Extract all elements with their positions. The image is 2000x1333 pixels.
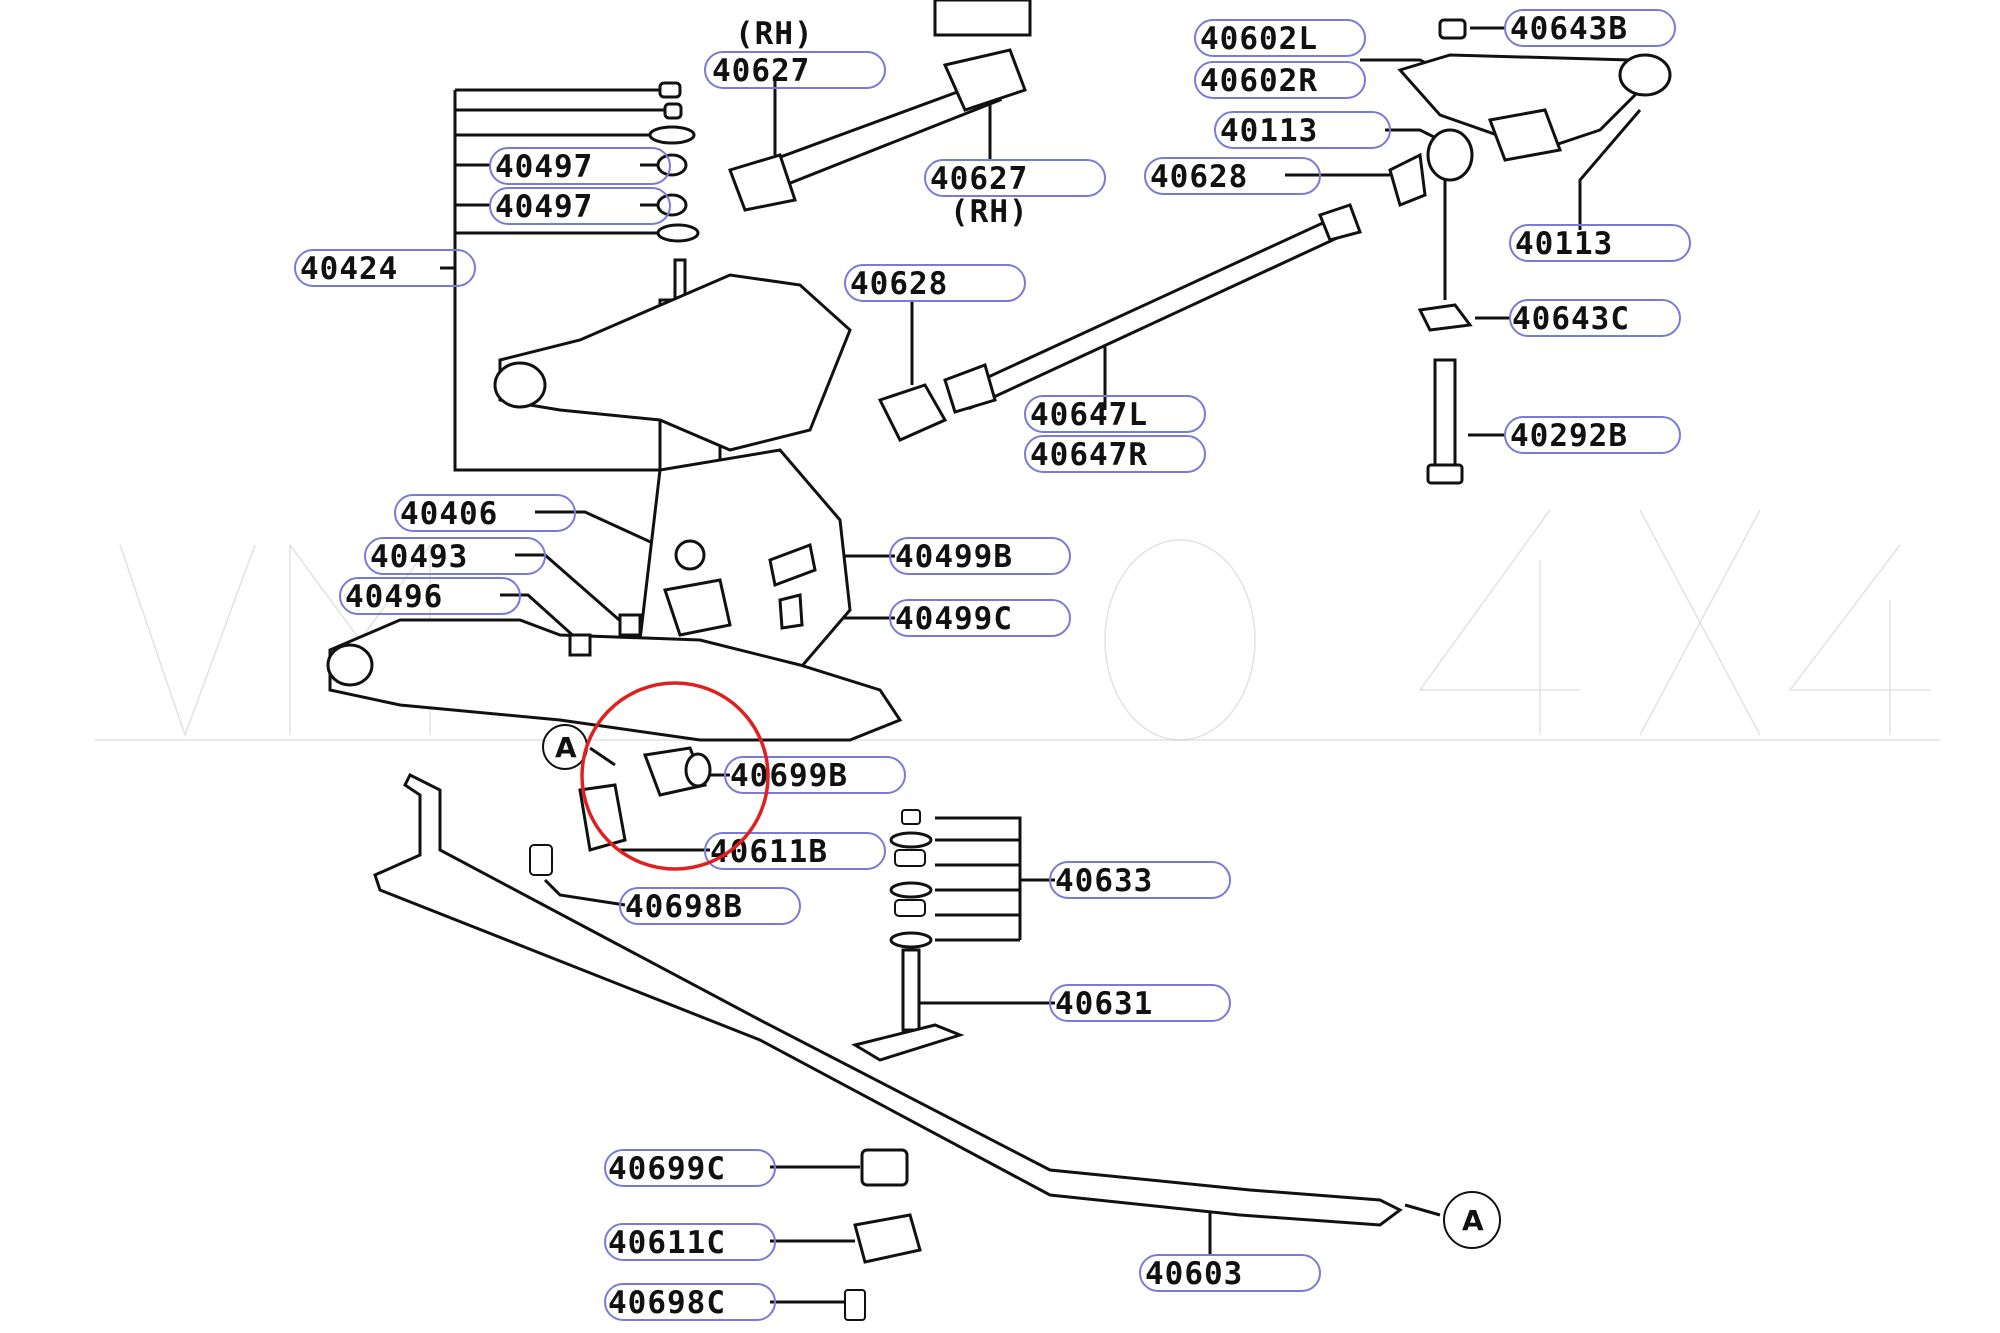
ref-a-right-circle xyxy=(1443,1191,1501,1249)
label-40611C: 40611C xyxy=(608,1225,726,1261)
label-40628-mid: 40628 xyxy=(850,266,948,302)
label-40602L: 40602L xyxy=(1200,21,1318,57)
label-40633: 40633 xyxy=(1055,863,1153,899)
bolt-40292B xyxy=(1426,358,1464,485)
label-40499B: 40499B xyxy=(895,539,1013,575)
label-pills xyxy=(294,9,1691,1321)
clip-40643C xyxy=(1417,303,1473,332)
stabilizer-bar-40603 xyxy=(373,772,1403,1227)
upper-arm-40602 xyxy=(1388,18,1672,208)
label-40603: 40603 xyxy=(1145,1256,1243,1292)
bolt-40698B xyxy=(529,844,553,876)
label-40497-b: 40497 xyxy=(495,189,593,225)
label-40496: 40496 xyxy=(345,579,443,615)
label-40647R: 40647R xyxy=(1030,437,1148,473)
reference-markers: A A xyxy=(542,724,1501,1249)
label-40497-a: 40497 xyxy=(495,149,593,185)
upper-strut-bar xyxy=(728,0,1032,212)
lower-control-arm xyxy=(326,539,903,742)
label-rh-top: (RH) xyxy=(735,16,814,52)
label-40113-upper: 40113 xyxy=(1220,113,1318,149)
watermark xyxy=(95,509,1940,741)
label-40292B: 40292B xyxy=(1510,418,1628,454)
label-40113-right: 40113 xyxy=(1515,226,1613,262)
ref-a-right: A xyxy=(1462,1204,1484,1237)
torsion-anchor-40628 xyxy=(877,383,948,442)
label-40698B: 40698B xyxy=(625,889,743,925)
label-40628-upper: 40628 xyxy=(1150,159,1248,195)
stabilizer-link-40631 xyxy=(851,809,965,1062)
shock-absorber xyxy=(493,258,852,702)
label-40631: 40631 xyxy=(1055,986,1153,1022)
label-rh-bottom: (RH) xyxy=(950,194,1029,230)
label-40627-top: 40627 xyxy=(712,53,810,89)
label-40406: 40406 xyxy=(400,496,498,532)
bracket-40611C xyxy=(853,1213,922,1264)
ref-a-left: A xyxy=(555,731,577,764)
label-40602R: 40602R xyxy=(1200,63,1318,99)
label-40493: 40493 xyxy=(370,539,468,575)
label-40699B: 40699B xyxy=(730,758,848,794)
highlight-circle xyxy=(580,681,770,871)
bushing-40699B xyxy=(578,746,712,852)
label-40699C: 40699C xyxy=(608,1151,726,1187)
label-40647L: 40647L xyxy=(1030,397,1148,433)
part-number-labels: 40602L 40602R 40643B (RH) 40627 40627 (R… xyxy=(300,11,1630,1321)
label-40698C: 40698C xyxy=(608,1285,726,1321)
bushing-40699C xyxy=(860,1148,909,1187)
label-40424: 40424 xyxy=(300,251,398,287)
label-40499C: 40499C xyxy=(895,601,1013,637)
label-40643B: 40643B xyxy=(1510,11,1628,47)
washer-stack xyxy=(648,81,700,243)
label-40643C: 40643C xyxy=(1512,301,1630,337)
bolt-40698C xyxy=(844,1289,866,1321)
label-40627-bottom: 40627 xyxy=(930,161,1028,197)
leader-lines xyxy=(440,26,1642,1304)
torsion-bar-40647 xyxy=(943,203,1362,414)
